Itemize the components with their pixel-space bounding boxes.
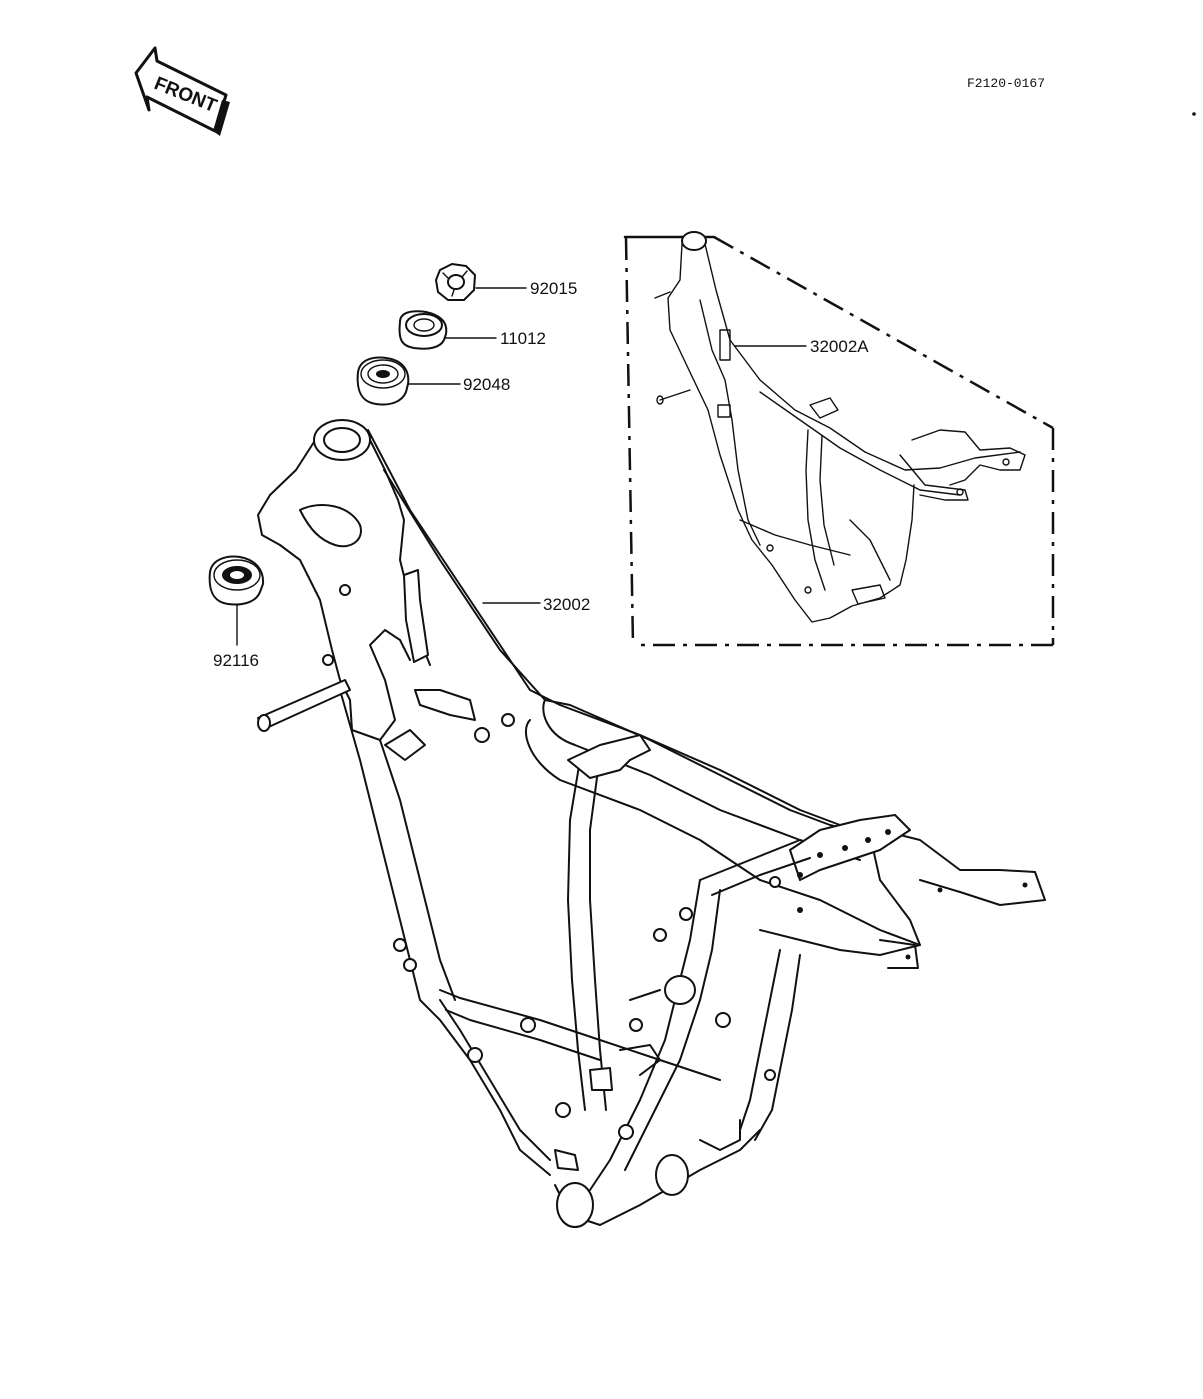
part-number-92048: 92048 (463, 375, 510, 394)
part-number-32002a: 32002A (810, 337, 869, 356)
front-arrow-icon: FRONT (134, 46, 230, 136)
part-number-92116: 92116 (213, 651, 259, 670)
part-nut-92015 (435, 263, 476, 301)
main-frame-drawing (257, 419, 1046, 1228)
alt-frame-drawing (654, 231, 1026, 623)
part-number-92015: 92015 (530, 279, 577, 298)
part-seal-92048 (356, 356, 410, 406)
part-number-32002: 32002 (543, 595, 590, 614)
diagram-code: F2120-0167 (967, 76, 1045, 91)
stray-dot (1192, 112, 1196, 116)
part-number-11012: 11012 (500, 329, 546, 348)
part-seal-92116 (208, 555, 265, 606)
part-bearing-11012 (398, 310, 448, 350)
alt-frame-inset: 32002A (623, 231, 1055, 647)
